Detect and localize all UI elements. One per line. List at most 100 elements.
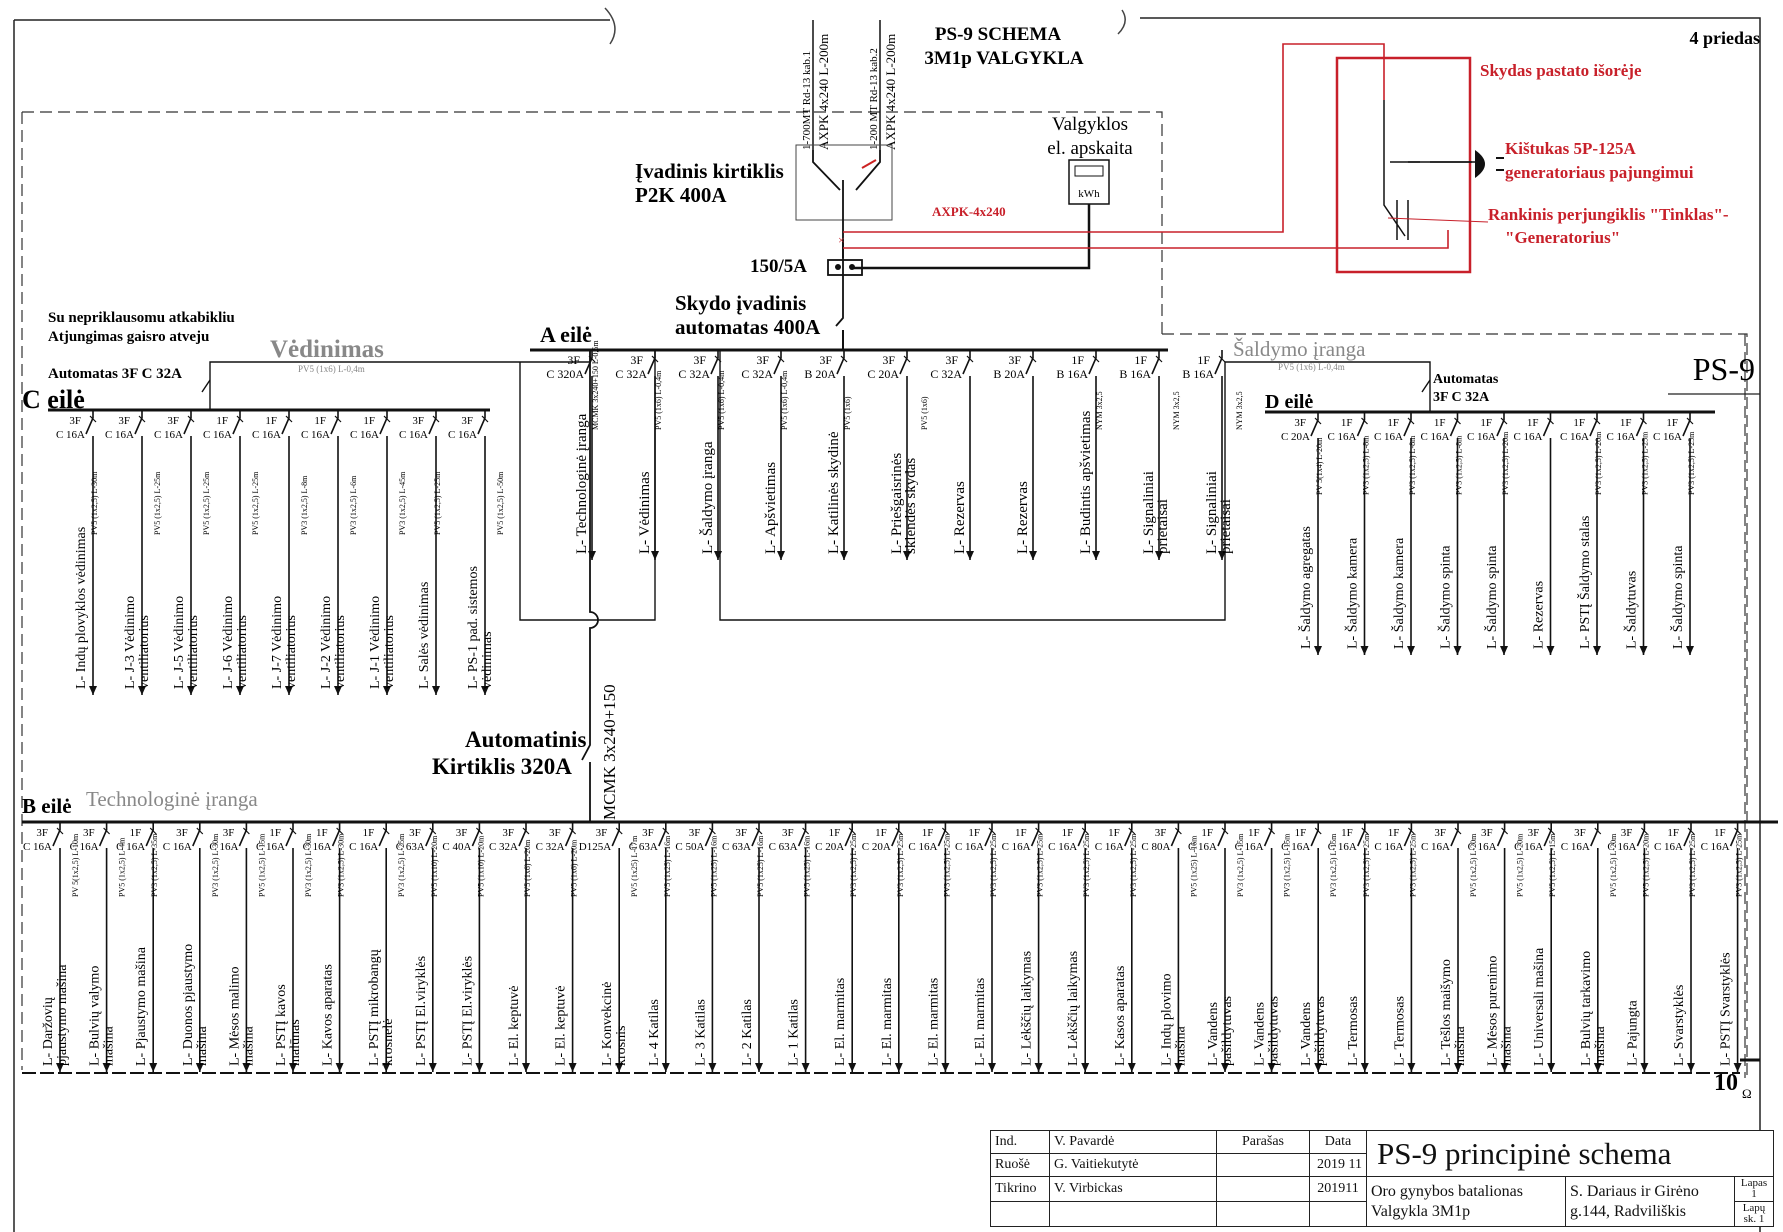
breaker-rating: C 40A (442, 841, 471, 853)
feeder-cable: PV3 (1x2,5) L-15m (1236, 833, 1245, 897)
breaker-rating: C 63A (396, 841, 425, 853)
breaker-rating: C 20A (862, 841, 891, 853)
row-c-title: C eilė (22, 385, 85, 414)
breaker-symbol (428, 410, 437, 695)
plug-label1: Kištukas 5P-125A (1505, 139, 1637, 158)
load-arrow (903, 551, 911, 560)
load-arrow (1407, 1063, 1416, 1072)
feeder-cable: PV5 (1x2,5) L-25m (251, 471, 260, 535)
breaker-symbol (1589, 412, 1598, 655)
appendix-label: 4 priedas (1689, 28, 1760, 48)
breaker-tick (1268, 827, 1276, 835)
load-arrow (335, 1063, 344, 1072)
feeder-name: L- Katilinės skydinė (826, 431, 842, 554)
breaker-poles: 1F (1434, 417, 1446, 429)
breaker-symbol (584, 350, 593, 560)
feeder-name: sklendės skydas (903, 458, 919, 554)
feeder-cable: PV5 (1x2,5) L-50m (496, 471, 505, 535)
breaker-poles: 1F (922, 827, 934, 839)
auto-c-label: Automatas 3F C 32A (48, 366, 182, 382)
load-arrow (138, 686, 146, 695)
feeder-name: L- Indų plovimo (1159, 973, 1174, 1066)
breaker-tick (138, 415, 146, 423)
load-arrow (661, 1063, 670, 1072)
breaker-rating: C 16A (1421, 841, 1450, 853)
breaker-poles: 3F (689, 827, 701, 839)
feeder-name: L- Rezervas (1015, 481, 1031, 554)
feeder-cable: PV3 (1x2,5) L-25m (1082, 833, 1091, 897)
feeder-cable: PV5 (1x25) L-16m (1189, 835, 1198, 897)
tb-ind: Ind. (990, 1130, 1050, 1154)
main-auto-label1: Skydo įvadinis (675, 291, 806, 315)
breaker-symbol (477, 410, 486, 695)
breaker-symbol (658, 822, 667, 1072)
feeder-name: L- Termosas (1346, 996, 1361, 1066)
breaker-tick (1221, 827, 1229, 835)
breaker-poles: 1F (1573, 417, 1585, 429)
breaker-symbol (145, 822, 154, 1072)
main-auto-label2: automatas 400A (675, 315, 821, 339)
breaker-tick (149, 827, 157, 835)
feeder-cable: PV3 (1x2,5) L-30m (304, 833, 313, 897)
breaker-rating: C 16A (1048, 841, 1077, 853)
breaker-symbol (710, 350, 719, 560)
meter-label1: Valgyklos (1052, 114, 1128, 135)
breaker-symbol (1729, 822, 1739, 1072)
feeder-name: L- 2 Katilas (740, 999, 755, 1066)
breaker-tick (289, 827, 297, 835)
feeder-name: mašina (1453, 1026, 1468, 1066)
breaker-poles: 1F (829, 827, 841, 839)
tb-r2-name: V. Virbickas (1049, 1176, 1217, 1202)
load-arrow (1029, 551, 1037, 560)
feeder-cable: PV5 (1x2,5) L-25m (153, 471, 162, 535)
breaker-tick (1035, 827, 1043, 835)
breaker-tick (475, 827, 483, 835)
breaker-symbol (937, 822, 947, 1072)
input-breaker-label1: Įvadinis kirtiklis (635, 159, 784, 183)
feeder-name: L- Priešgaisrinės (889, 453, 905, 554)
breaker-poles: 3F (1155, 827, 1167, 839)
breaker-symbol (1310, 412, 1319, 655)
breaker-rating: C 16A (163, 841, 192, 853)
breaker-symbol (1450, 822, 1459, 1072)
breaker-poles: 1F (1667, 827, 1679, 839)
breaker-symbol (134, 410, 143, 695)
breaker-symbol (1030, 822, 1040, 1072)
breaker-rating: C 16A (256, 841, 285, 853)
breaker-symbol (1217, 822, 1226, 1072)
feeder-cable: PV3 (1x2,5) L-25m (849, 833, 858, 897)
breaker-tick (522, 827, 530, 835)
feeder-cable: PV5 (1x25) L-17m (630, 835, 639, 897)
load-arrow (651, 551, 659, 560)
breaker-rating: B 16A (1119, 367, 1151, 381)
load-arrow (382, 1063, 391, 1072)
breaker-rating: C 16A (56, 429, 85, 441)
breaker-poles: 1F (130, 827, 142, 839)
feeder-name: L- Vėdinimas (637, 471, 653, 554)
breaker-tick (1686, 417, 1694, 425)
load-arrow (1593, 1063, 1602, 1072)
main320-label2: Kirtiklis 320A (432, 754, 572, 779)
breaker-poles: 3F (782, 827, 794, 839)
load-arrow (988, 1063, 996, 1072)
feeder-name: L- Termosas (1392, 996, 1407, 1066)
load-arrow (1733, 1063, 1742, 1072)
breaker-poles: 3F (596, 827, 608, 839)
breaker-rating: C 16A (1328, 841, 1357, 853)
tb-date-col: Data (1309, 1130, 1367, 1154)
breaker-rating: C 16A (1095, 841, 1124, 853)
breaker-symbol (98, 822, 108, 1072)
